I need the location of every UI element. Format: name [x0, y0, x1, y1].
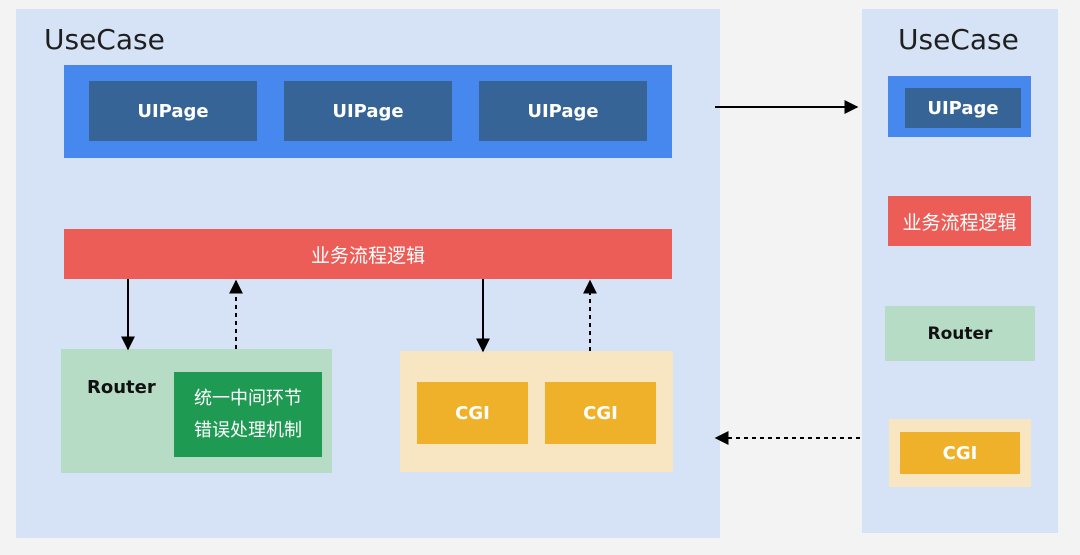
error-handling-box: 统一中间环节 错误处理机制: [174, 372, 322, 457]
business-logic-bar: 业务流程逻辑: [64, 229, 672, 279]
uipage-box-3: UIPage: [479, 81, 647, 141]
right-usecase-title: UseCase: [898, 23, 1019, 56]
uipage-box-2: UIPage: [284, 81, 452, 141]
unified-middle-layer-text: 统一中间环节: [194, 388, 302, 409]
router-label: Router: [87, 377, 156, 398]
cgi-box-2: CGI: [545, 382, 656, 444]
right-uipage-box: UIPage: [905, 88, 1021, 128]
cgi-box-1: CGI: [417, 382, 528, 444]
right-router-box: Router: [885, 306, 1035, 361]
right-router-label: Router: [927, 323, 993, 344]
uipage-box-1: UIPage: [89, 81, 257, 141]
left-usecase-title: UseCase: [44, 23, 165, 56]
right-cgi-box: CGI: [900, 432, 1020, 474]
error-handling-text: 错误处理机制: [194, 419, 302, 441]
right-business-logic-box: 业务流程逻辑: [888, 196, 1031, 246]
